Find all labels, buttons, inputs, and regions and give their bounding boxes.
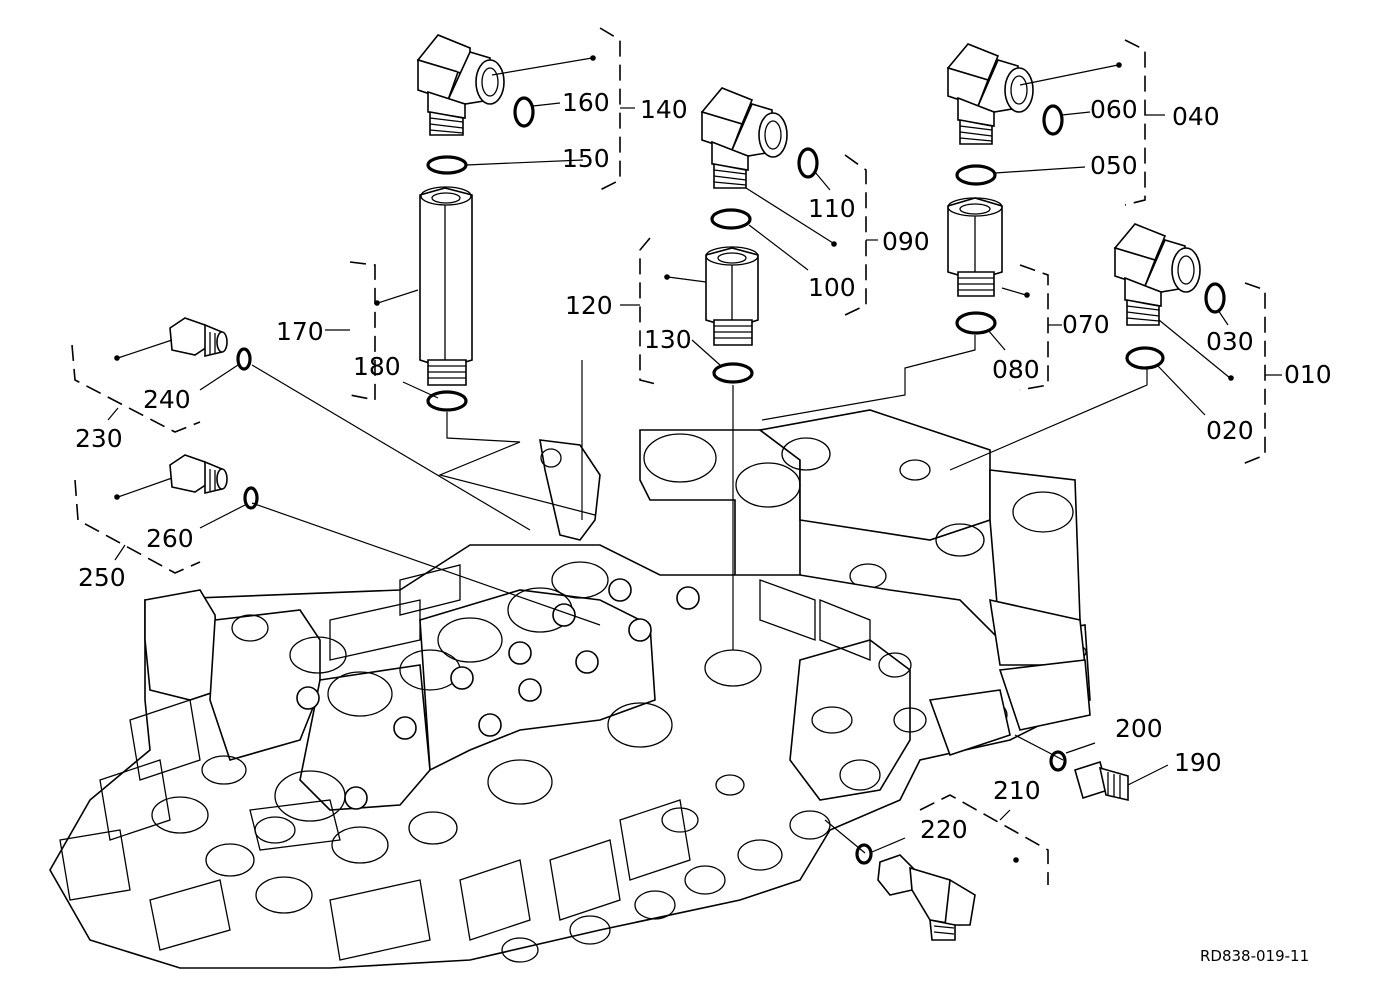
callout-220: 220 bbox=[920, 815, 968, 844]
elbow-fitting-250 bbox=[169, 454, 259, 510]
sensor-210 bbox=[855, 843, 976, 941]
callout-130: 130 bbox=[644, 325, 692, 354]
callout-040: 040 bbox=[1172, 102, 1220, 131]
callout-190: 190 bbox=[1174, 748, 1222, 777]
drawing-reference-code: RD838-019-11 bbox=[1200, 947, 1309, 965]
elbow-fitting-090 bbox=[700, 87, 819, 230]
callout-160: 160 bbox=[562, 88, 610, 117]
adapter-070 bbox=[947, 197, 1003, 335]
control-valve-body bbox=[49, 409, 1091, 969]
callout-labels: 160 140 150 170 180 120 130 110 090 100 … bbox=[75, 88, 1332, 844]
callout-110: 110 bbox=[808, 194, 856, 223]
callout-060: 060 bbox=[1090, 95, 1138, 124]
callout-170: 170 bbox=[276, 317, 324, 346]
callout-180: 180 bbox=[353, 352, 401, 381]
leader-lines bbox=[251, 335, 1148, 854]
pointer-leaders bbox=[114, 55, 1234, 863]
elbow-fitting-040 bbox=[946, 43, 1064, 186]
callout-020: 020 bbox=[1206, 416, 1254, 445]
elbow-fitting-140 bbox=[416, 34, 535, 175]
callout-250: 250 bbox=[78, 563, 126, 592]
callout-070: 070 bbox=[1062, 310, 1110, 339]
connector-190 bbox=[1049, 750, 1129, 802]
callout-140: 140 bbox=[640, 95, 688, 124]
callout-010: 010 bbox=[1284, 360, 1332, 389]
callout-100: 100 bbox=[808, 273, 856, 302]
callout-240: 240 bbox=[143, 385, 191, 414]
callout-260: 260 bbox=[146, 524, 194, 553]
callout-050: 050 bbox=[1090, 151, 1138, 180]
callout-210: 210 bbox=[993, 776, 1041, 805]
callout-200: 200 bbox=[1115, 714, 1163, 743]
adapter-170 bbox=[419, 186, 473, 412]
elbow-fitting-010 bbox=[1113, 223, 1226, 370]
callout-090: 090 bbox=[882, 227, 930, 256]
callout-230: 230 bbox=[75, 424, 123, 453]
elbow-fitting-230 bbox=[169, 317, 252, 371]
callout-030: 030 bbox=[1206, 327, 1254, 356]
group-brackets bbox=[71, 27, 1282, 885]
callout-150: 150 bbox=[562, 144, 610, 173]
adapter-120 bbox=[705, 246, 759, 384]
callout-080: 080 bbox=[992, 355, 1040, 384]
callout-120: 120 bbox=[565, 291, 613, 320]
